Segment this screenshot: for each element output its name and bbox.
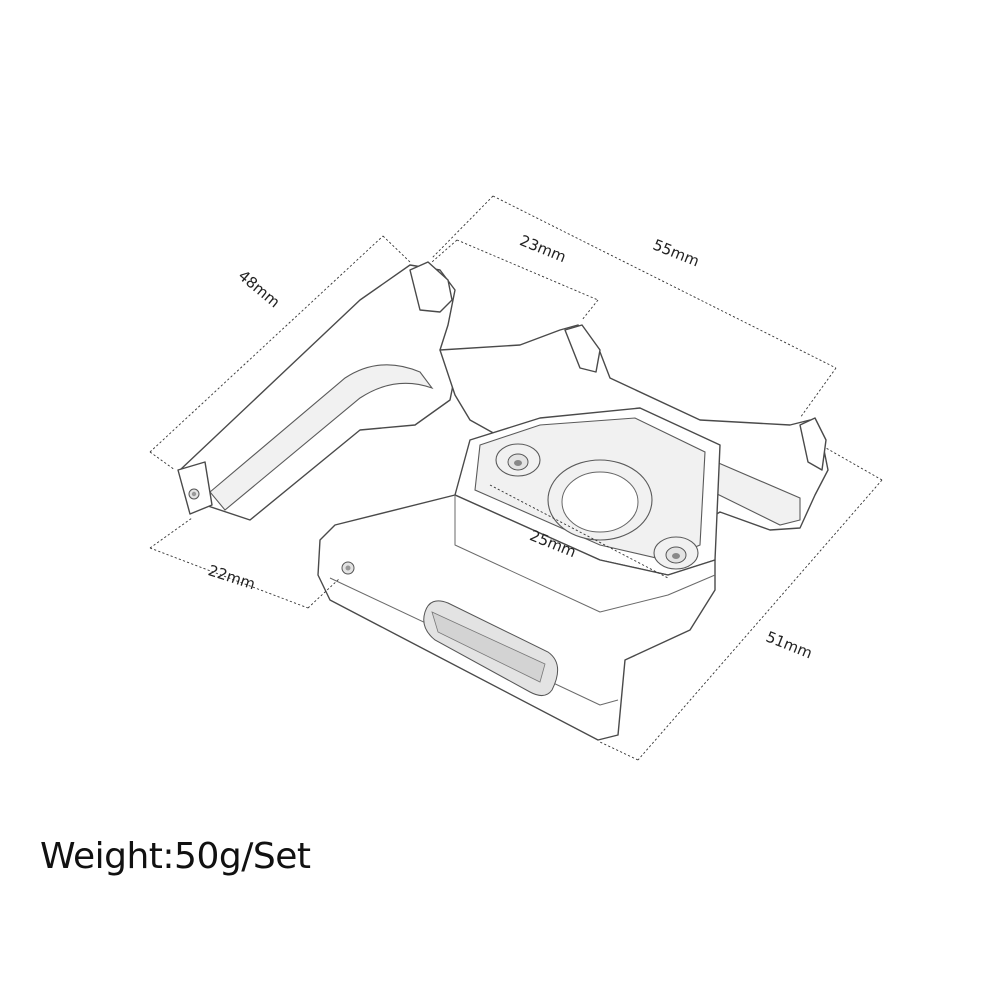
dimension-lines <box>149 195 883 761</box>
middle-post <box>564 324 601 373</box>
top-post <box>409 261 453 313</box>
right-post <box>799 417 827 471</box>
bracket-part <box>177 261 829 741</box>
arm-groove <box>209 364 434 511</box>
dim-label-48: 48mm <box>235 266 284 311</box>
mount-hole-right <box>653 536 699 570</box>
clamp-front-face <box>329 577 619 706</box>
left-arm <box>179 264 456 521</box>
dim-label-51: 51mm <box>763 628 815 663</box>
mount-hole-left <box>495 443 541 477</box>
arm-end-face <box>177 461 213 515</box>
weight-caption: Weight:50g/Set <box>40 836 311 877</box>
clamp-block <box>317 494 716 741</box>
dim-label-55: 55mm <box>650 236 702 271</box>
dim-label-23: 23mm <box>517 231 569 266</box>
dim-label-22: 22mm <box>206 561 258 593</box>
